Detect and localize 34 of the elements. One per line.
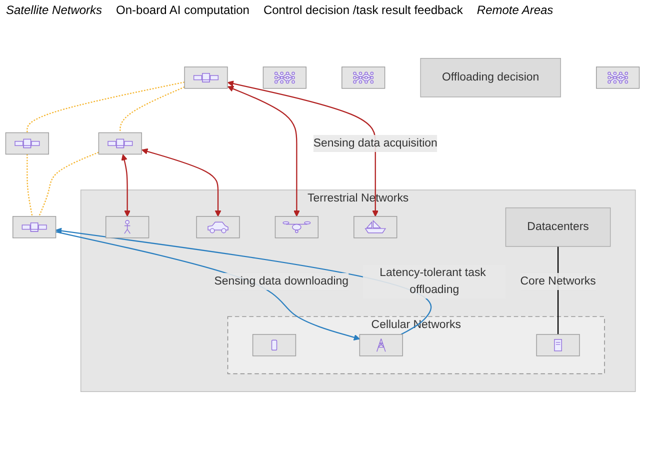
node-picture	[12, 216, 56, 238]
arrow	[227, 80, 379, 217]
edge-label: Latency-tolerant task offloading	[380, 266, 486, 296]
node-picture	[354, 216, 398, 238]
node-picture	[184, 66, 228, 89]
arrow	[142, 148, 222, 217]
connector	[38, 152, 99, 217]
node-picture	[5, 132, 49, 155]
node-picture	[274, 216, 318, 238]
node-picture	[252, 334, 296, 356]
annotation-text: On-board AI computation	[116, 3, 250, 17]
node-box: Offloading decision	[420, 58, 561, 98]
node-picture	[262, 66, 306, 89]
edge-label: Sensing data acquisition	[313, 137, 438, 150]
arrow	[56, 228, 432, 335]
arrow	[56, 231, 360, 340]
node-picture	[98, 132, 142, 155]
node-picture	[536, 334, 580, 356]
connector	[26, 154, 33, 217]
node-picture	[106, 216, 150, 238]
node-picture	[342, 66, 386, 89]
region-label: Satellite Networks	[6, 3, 102, 17]
node-picture	[359, 334, 403, 356]
region-label: Remote Areas	[476, 3, 554, 17]
arrow	[121, 154, 130, 217]
connector	[120, 86, 185, 133]
edge-label: Core Networks	[520, 275, 596, 288]
node-picture	[596, 66, 640, 89]
arrow	[227, 86, 300, 217]
connector	[26, 82, 185, 133]
node-box: Datacenters	[505, 207, 611, 247]
edge-label: Sensing data downloading	[214, 275, 349, 288]
annotation-text: Control decision /task result feedback	[263, 3, 463, 17]
node-picture	[196, 216, 240, 238]
